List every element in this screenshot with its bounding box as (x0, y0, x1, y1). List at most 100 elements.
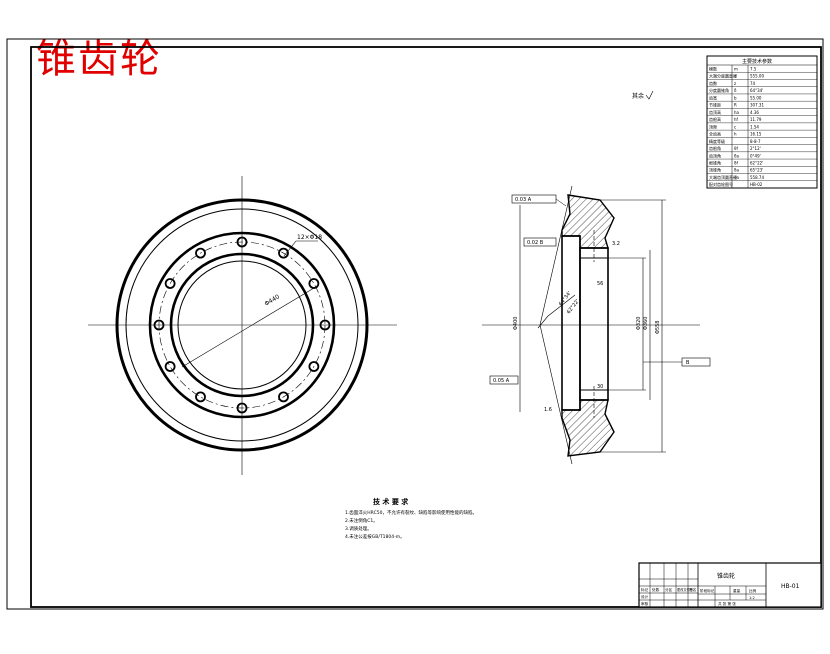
params-value: 64°34' (750, 88, 763, 93)
tech-requirements: 技 术 要 求 1.齿面淬火HRC50，不允许有裂纹、缺陷等影响使用性能的缺陷。… (345, 497, 477, 540)
params-symbol: z (734, 81, 736, 86)
bolt-hole (195, 391, 206, 403)
tb-role-review: 审核 (641, 601, 649, 606)
outer-circle (115, 198, 369, 452)
bolt-hole (236, 236, 248, 248)
roughness-note: 其余 (632, 92, 644, 100)
roughness-symbol (645, 90, 654, 100)
params-name: 节锥距 (709, 102, 721, 108)
rough-1: 3.2 (612, 241, 620, 247)
bolt-circle-label: Φ440 (263, 293, 281, 307)
tb-role-design: 设计 (641, 594, 649, 599)
params-name: 模数 (709, 65, 717, 71)
bolt-hole (308, 278, 320, 289)
tol-frame-2 (523, 237, 557, 247)
params-symbol: θa (734, 153, 739, 158)
root-circle (125, 208, 359, 442)
params-value: 2°12' (750, 146, 761, 151)
section-view: Φ320 Φ360 Φ558 Φ400 64°34' 62°22' 0.03 A… (482, 185, 711, 465)
cone-apex (537, 294, 576, 329)
params-value: 8-8-7 (750, 139, 761, 144)
params-name: 顶隙 (709, 123, 717, 129)
params-value: 555.00 (750, 74, 764, 79)
params-name: 齿根高 (709, 116, 721, 122)
params-value: 74 (750, 81, 756, 86)
dim-label-2: Φ360 (643, 317, 649, 330)
cone-line-top (539, 185, 573, 326)
params-symbol: δf (734, 160, 738, 165)
tech-line: 2.未注倒角C1。 (345, 517, 378, 524)
tech-line: 3.调质处理。 (345, 525, 372, 532)
params-name: 齿顶高 (709, 109, 721, 115)
cone-line-bottom (539, 324, 573, 465)
bolt-hole (308, 361, 320, 372)
params-border (706, 55, 818, 189)
tb-row-doc: 更改文件号 (677, 587, 693, 592)
params-symbol: da (734, 175, 740, 180)
bolt-hole (164, 278, 176, 289)
outer-border (6, 38, 824, 610)
bolt-hole (278, 391, 289, 403)
params-name: 齿顶角 (709, 152, 721, 158)
hub-outer-circle (148, 231, 336, 419)
params-symbol: b (734, 95, 737, 100)
tol-frame-2-text: 0.02 B (527, 240, 544, 246)
params-symbol: R (734, 103, 737, 108)
params-name: 分度圆锥角 (709, 87, 729, 93)
params-symbol: δ (734, 88, 737, 93)
tb-col-weight: 重量 (733, 588, 741, 593)
bolt-hole (164, 361, 176, 372)
params-value: 1.54 (750, 124, 759, 129)
params-name: 顶锥角 (709, 167, 721, 173)
params-name: 精度等级 (709, 138, 725, 144)
params-name: 齿数 (709, 80, 717, 86)
dim-label-4: Φ400 (513, 317, 519, 330)
tech-line: 4.未注公差按GB/T1804-m。 (345, 533, 405, 540)
dim-label-1: Φ320 (636, 317, 642, 330)
params-value: 558.74 (750, 175, 764, 180)
tol-frame-1-text: 0.03 A (515, 197, 532, 203)
tech-heading: 技 术 要 求 (373, 497, 409, 506)
bore-circle (177, 260, 307, 390)
params-symbol: hf (734, 117, 739, 122)
params-symbol: θf (734, 146, 738, 151)
params-name: 齿根角 (709, 145, 721, 151)
tech-line: 1.齿面淬火HRC50，不允许有裂纹、缺陷等影响使用性能的缺陷。 (345, 509, 477, 516)
bolt-hole (153, 319, 165, 331)
tb-row-count: 处数 (652, 587, 660, 592)
bolt-hole (195, 247, 206, 259)
params-symbol: h (734, 132, 737, 137)
params-symbol: δa (734, 168, 739, 173)
params-value: 4.36 (750, 110, 759, 115)
params-value: 16.15 (750, 132, 762, 137)
tb-row-zone: 分区 (665, 587, 673, 592)
params-symbol: ha (734, 110, 740, 115)
tb-sheet: 共 张 第 张 (718, 601, 736, 606)
rough-2: 1.6 (544, 407, 552, 413)
tb-row-mark: 标记 (641, 587, 649, 592)
params-name: 大端齿顶圆直径 (709, 174, 737, 180)
params-value: 307.31 (750, 103, 764, 108)
section-rim-top (561, 194, 615, 249)
params-name: 根锥角 (709, 159, 721, 165)
hole-leader (283, 240, 297, 257)
front-view: Φ440 12×Φ18 (88, 176, 397, 475)
tb-col-stage: 阶段标记 (700, 588, 715, 593)
angle-label-2: 62°22' (566, 298, 581, 315)
tb-row-sign: 签名 (689, 587, 697, 592)
bolt-hole (236, 402, 248, 414)
params-name: 齿宽 (709, 94, 717, 100)
params-value: 65°23' (750, 168, 763, 173)
drawing-title: 锥齿轮 (36, 36, 162, 82)
params-value: 7.5 (750, 66, 757, 71)
params-value: 62°22' (750, 160, 763, 165)
dim-label-3: Φ558 (655, 321, 661, 334)
bolt-circle (158, 241, 326, 409)
section-web (561, 235, 581, 411)
params-name: 大端分度圆直径 (709, 73, 737, 79)
datum-b-text: B (686, 360, 690, 366)
params-value: HB-02 (750, 182, 763, 187)
